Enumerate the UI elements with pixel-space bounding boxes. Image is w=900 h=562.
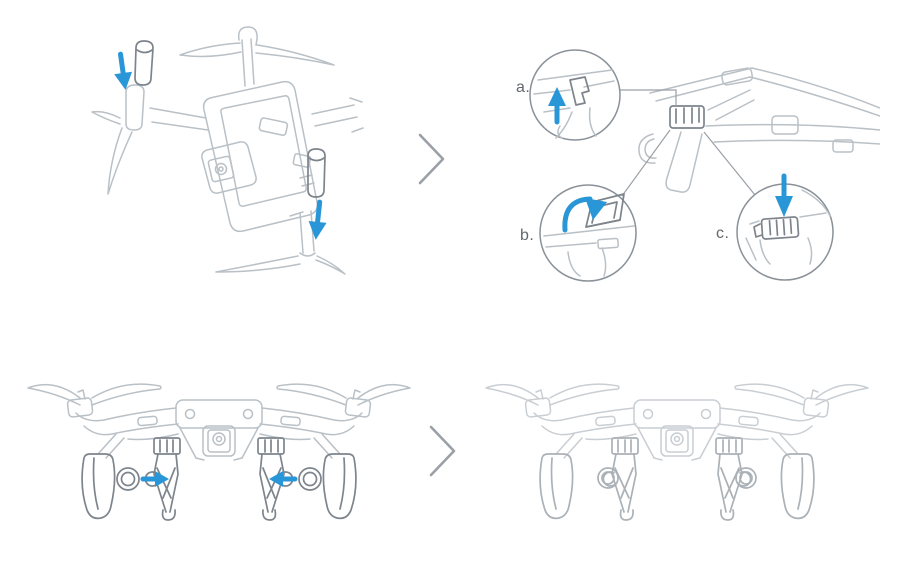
front-drone-lights-illustration [20,362,420,552]
front-drone-line-art [28,384,410,520]
led-light-left [116,467,140,491]
leg-extension-sleeves [134,40,326,198]
chevron-right-icon [424,420,460,482]
panel-step1-slide-leg-sleeves [60,10,400,290]
detail-label-c: c. [716,225,730,242]
callout-circle-b [539,184,637,282]
detail-label-b: b. [520,227,535,244]
callout-leader-lines [620,89,756,197]
led-light-right [298,467,322,491]
detail-c-press-buckle [745,173,831,265]
clamp-detail-illustration [529,49,880,282]
arrow-down-icon [308,199,327,240]
detail-label-a: a. [516,79,531,96]
leg-clamp-buckle [669,105,705,129]
arrow-left-icon [269,471,298,487]
drone-line-art [91,26,364,275]
detail-b-fold-buckle [543,193,635,277]
arrow-right-icon [140,471,169,487]
panel-step2-clamp-details: a. b. c. [500,30,880,290]
drone-fragment-line-art [638,67,880,193]
panel-step3-attach-lights [20,362,420,552]
chevron-right-icon [413,128,449,190]
isometric-drone-illustration [91,26,364,275]
front-drone-installed-illustration [478,362,878,552]
arrow-down-icon [114,51,133,90]
led-light-right-installed [735,467,757,489]
callout-circle-a [529,49,621,141]
led-light-left-installed [597,467,619,489]
panel-step4-result [478,362,878,552]
front-drone-line-art [486,384,868,520]
detail-a-lift-hook [533,69,615,139]
